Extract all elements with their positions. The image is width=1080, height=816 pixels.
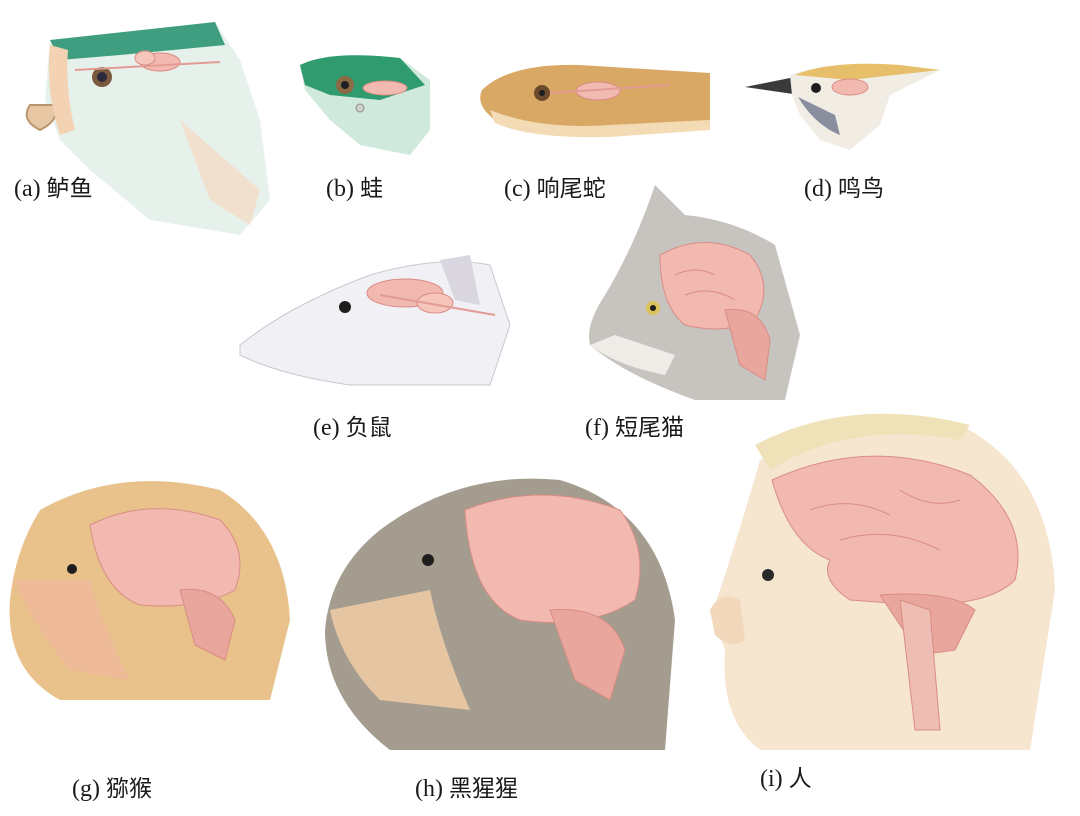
opossum-illustration (239, 255, 511, 386)
panel-frog: (b)蛙 (290, 40, 450, 210)
panel-human: (i)人 (700, 400, 1070, 816)
label-opossum: (e)负鼠 (313, 415, 392, 441)
frog-illustration (300, 55, 430, 155)
macaque-illustration (9, 481, 290, 700)
panel-rattlesnake: (c)响尾蛇 (470, 55, 720, 210)
label-perch: (a)鲈鱼 (14, 176, 93, 202)
label-bobcat: (f)短尾猫 (585, 415, 684, 441)
panel-perch: (a)鲈鱼 (0, 0, 300, 240)
panel-songbird: (d)鸣鸟 (740, 55, 960, 210)
bobcat-illustration (589, 185, 800, 400)
label-chimpanzee: (h)黑猩猩 (415, 776, 518, 802)
human-illustration (710, 413, 1055, 750)
label-macaque: (g)猕猴 (72, 776, 152, 802)
panel-macaque: (g)猕猴 (0, 470, 300, 816)
label-human: (i)人 (760, 766, 812, 792)
label-rattlesnake: (c)响尾蛇 (504, 176, 606, 202)
label-songbird: (d)鸣鸟 (804, 176, 884, 202)
label-frog: (b)蛙 (326, 176, 383, 202)
rattlesnake-illustration (480, 64, 710, 138)
perch-illustration (25, 22, 270, 235)
panel-opossum: (e)负鼠 (230, 245, 520, 445)
panel-bobcat: (f)短尾猫 (575, 175, 815, 445)
chimpanzee-illustration (325, 478, 675, 750)
panel-chimpanzee: (h)黑猩猩 (320, 460, 690, 816)
songbird-illustration (745, 63, 940, 150)
